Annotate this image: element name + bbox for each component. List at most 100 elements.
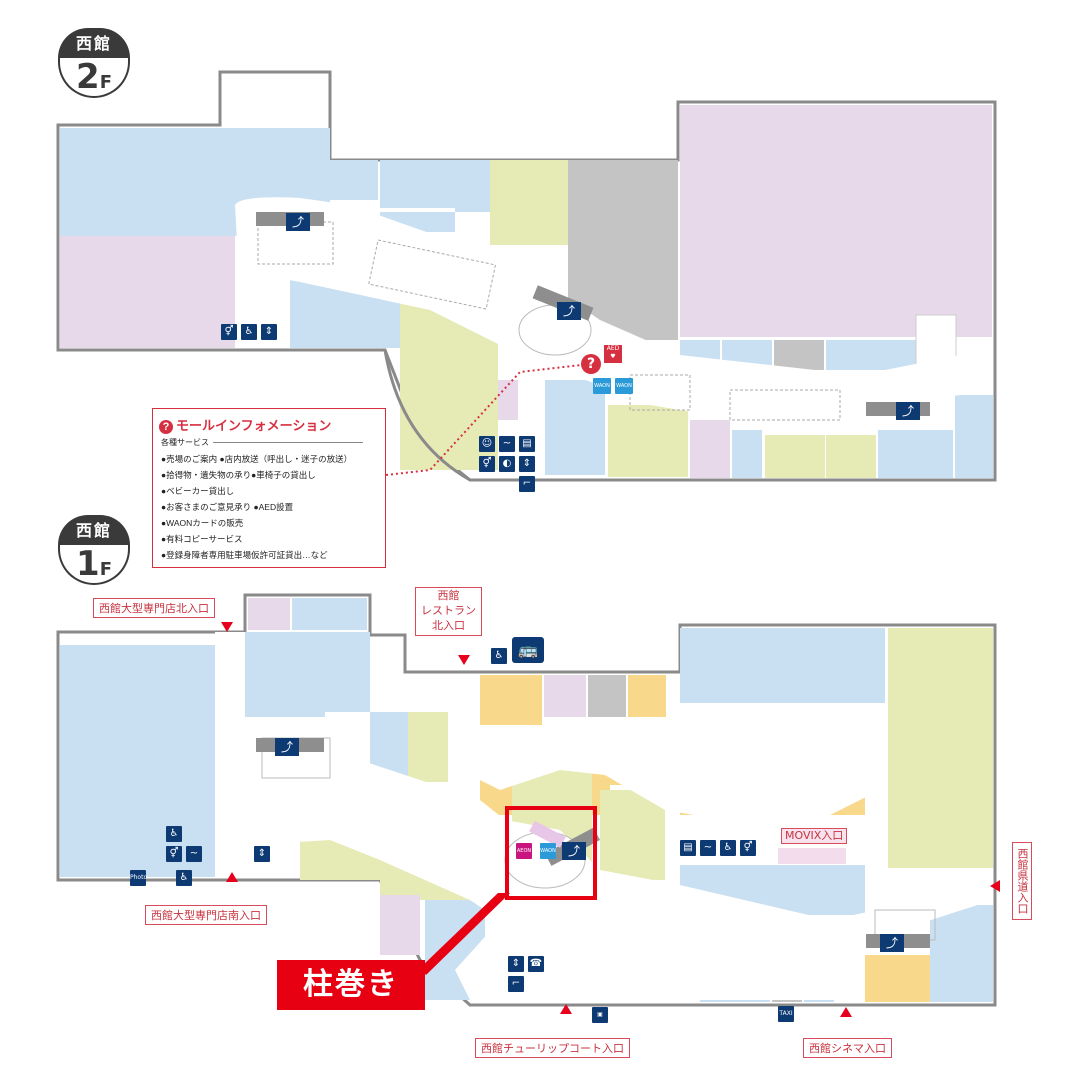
entrance-arrow [840, 1007, 852, 1017]
escalator-icon[interactable]: ⤴ [286, 213, 310, 231]
entrance-arrow [226, 872, 238, 882]
stairs-icon[interactable]: ⌐ [519, 476, 535, 492]
escalator-icon[interactable]: ⤴ [880, 934, 904, 952]
bus-icon[interactable]: 🚌 [512, 637, 544, 663]
store [608, 405, 688, 477]
store [826, 435, 876, 478]
escalator-icon[interactable]: ⤴ [557, 302, 581, 320]
info-line: ●ベビーカー貸出し [161, 486, 235, 496]
info-line: ●WAONカードの販売 [161, 518, 244, 528]
info-line: ●拾得物・遺失物の承り●車椅子の貸出し [161, 470, 316, 480]
store [544, 675, 586, 717]
store [60, 645, 215, 745]
entrance-label-prefectural-road: 西館県道入口 [1012, 842, 1032, 920]
store [690, 420, 730, 478]
parking-sign-icon[interactable]: ▣ [592, 1007, 608, 1023]
waon-icon: WAON [540, 843, 556, 859]
wheelchair-icon[interactable]: ♿ [491, 648, 507, 664]
store [545, 380, 605, 475]
entrance-arrow [560, 1004, 572, 1014]
aeon-pay-icon: AEON [516, 843, 532, 859]
elevator-icon[interactable]: ⇕ [508, 956, 524, 972]
corridor-1f-upper [460, 680, 880, 830]
mall-info-panel: ?モールインフォメーション 各種サービス ●売場のご案内 ●店内放送（呼出し・迷… [152, 408, 386, 568]
entrance-arrow [221, 622, 233, 632]
pillar-ad [529, 820, 566, 848]
store [955, 395, 993, 478]
store [680, 105, 992, 337]
elevator-icon[interactable]: ⇕ [254, 846, 270, 862]
entrance-arrow [458, 655, 470, 665]
wheelchair-icon[interactable]: ♿ [176, 870, 192, 886]
info-subtitle: 各種サービス [161, 438, 209, 447]
store [290, 160, 378, 200]
escalator-icon[interactable]: ⤴ [275, 738, 299, 756]
store [628, 675, 666, 717]
store [455, 160, 490, 212]
store [490, 160, 568, 245]
badge-building: 西館 [58, 28, 130, 58]
corridor-2f [235, 197, 960, 420]
phone-icon[interactable]: ☎ [528, 956, 544, 972]
smoking-icon[interactable]: ~ [499, 436, 515, 452]
info-line: ●お客さまのご意見承り ●AED設置 [161, 502, 294, 512]
entrance-label-tulip-court: 西館チューリップコート入口 [475, 1038, 630, 1058]
restroom-icon[interactable]: ⚥ [740, 840, 756, 856]
smoking-icon[interactable]: ~ [186, 846, 202, 862]
escalator-icon[interactable]: ⤴ [896, 402, 920, 420]
badge-level: 1 [76, 544, 100, 584]
restroom-icon[interactable]: ⚥ [221, 324, 237, 340]
wheelchair-icon[interactable]: ♿ [241, 324, 257, 340]
store [732, 430, 762, 478]
stairs-icon[interactable]: ⌐ [508, 976, 524, 992]
store [888, 628, 993, 868]
store [680, 628, 885, 703]
smoking-icon[interactable]: ~ [700, 840, 716, 856]
elevator-icon[interactable]: ⇕ [261, 324, 277, 340]
info-counter-marker[interactable]: ? [581, 354, 601, 374]
info-title: モールインフォメーション [176, 418, 332, 433]
badge-level: 2 [76, 57, 100, 97]
store [380, 895, 420, 955]
waon-icon: WAON [615, 378, 633, 394]
info-line: ●売場のご案内 ●店内放送（呼出し・迷子の放送） [161, 454, 353, 464]
aed-icon: AED♥ [604, 345, 622, 363]
atm-icon[interactable]: ▤ [680, 840, 696, 856]
pillar-wrap-highlight [505, 806, 597, 900]
info-leader-line [385, 363, 591, 476]
store [588, 675, 626, 717]
taxi-icon[interactable]: TAXI [778, 1006, 794, 1022]
question-icon: ? [159, 419, 173, 434]
store [380, 160, 455, 208]
atm-icon[interactable]: ▤ [519, 436, 535, 452]
store [878, 430, 953, 478]
store [248, 598, 290, 630]
escalator-ramp [729, 389, 841, 421]
entrance-label-north-large: 西館大型専門店北入口 [93, 598, 215, 618]
store [408, 712, 448, 782]
wheelchair-icon[interactable]: ♿ [166, 826, 182, 842]
store [245, 632, 325, 717]
baby-room-icon[interactable]: ☺ [479, 436, 495, 452]
corridor-1f [215, 632, 993, 1000]
escalator-ramp [368, 239, 497, 310]
entrance-label-cinema: 西館シネマ入口 [803, 1038, 892, 1058]
waon-icon: WAON [593, 378, 611, 394]
store [600, 790, 665, 880]
photo-booth-icon[interactable]: Photo [130, 870, 147, 886]
nursing-icon[interactable]: ◐ [499, 456, 515, 472]
wheelchair-icon[interactable]: ♿ [720, 840, 736, 856]
restroom-icon[interactable]: ⚥ [479, 456, 495, 472]
store [835, 865, 865, 915]
badge-building: 西館 [58, 515, 130, 545]
elevator-icon[interactable]: ⇕ [519, 456, 535, 472]
store [480, 675, 542, 725]
store [292, 598, 367, 630]
entrance-label-restaurant-north: 西館 レストラン 北入口 [415, 587, 482, 636]
escalator-icon[interactable]: ⤴ [562, 842, 586, 860]
pillar-wrap-callout: 柱巻き [277, 960, 425, 1010]
floor-2f-map [56, 70, 997, 482]
restroom-icon[interactable]: ⚥ [166, 846, 182, 862]
store [826, 340, 916, 370]
info-line: ●登録身障者専用駐車場仮許可証貸出…など [161, 550, 328, 560]
